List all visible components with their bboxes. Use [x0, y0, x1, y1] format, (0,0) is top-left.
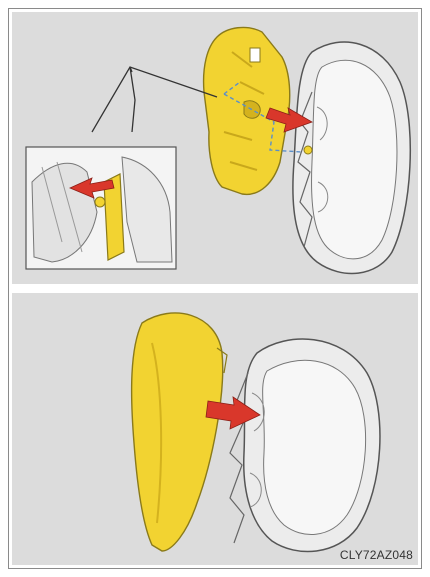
top-panel	[12, 12, 418, 284]
mirror-housing-icon	[293, 42, 410, 273]
mirror-housing-icon	[230, 339, 380, 552]
mirror-cover-icon	[132, 313, 227, 551]
bottom-panel	[12, 293, 418, 565]
top-panel-illustration	[12, 12, 418, 284]
bottom-panel-illustration	[12, 293, 418, 565]
detail-inset-icon	[26, 147, 176, 269]
figure-code: CLY72AZ048	[340, 548, 413, 562]
diagram-figure: CLY72AZ048	[8, 8, 422, 569]
